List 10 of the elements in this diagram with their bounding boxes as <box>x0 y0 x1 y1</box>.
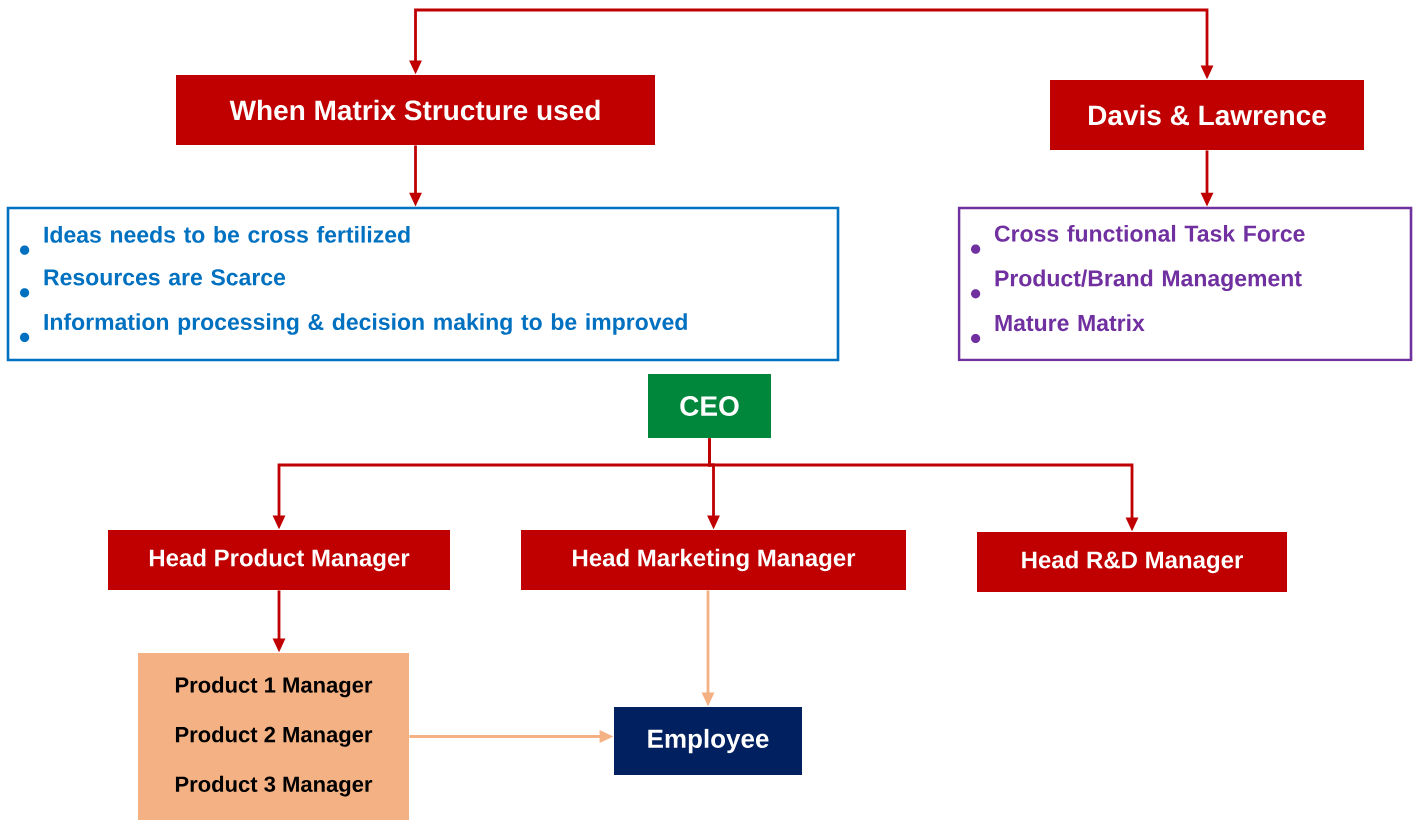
title-box: When Matrix Structure used <box>176 75 655 145</box>
manager-list-box: Product 1 Manager Product 2 Manager Product 3 Manager <box>138 653 409 820</box>
title-box: Head Product Manager <box>108 530 450 590</box>
title-box: Davis & Lawrence <box>1050 80 1364 150</box>
employee-box: Employee <box>614 707 802 775</box>
title-box: Head Marketing Manager <box>521 530 906 590</box>
ceo-box: CEO <box>648 374 771 438</box>
bullet-list-box: Cross functional Task Force Product/Brand Management Mature Matrix <box>957 206 1413 362</box>
bullet-list-box: Ideas needs to be cross fertilized Resources are Scarce Information processing & decision making to be improved <box>6 206 840 362</box>
title-box: Head R&D Manager <box>977 532 1287 592</box>
